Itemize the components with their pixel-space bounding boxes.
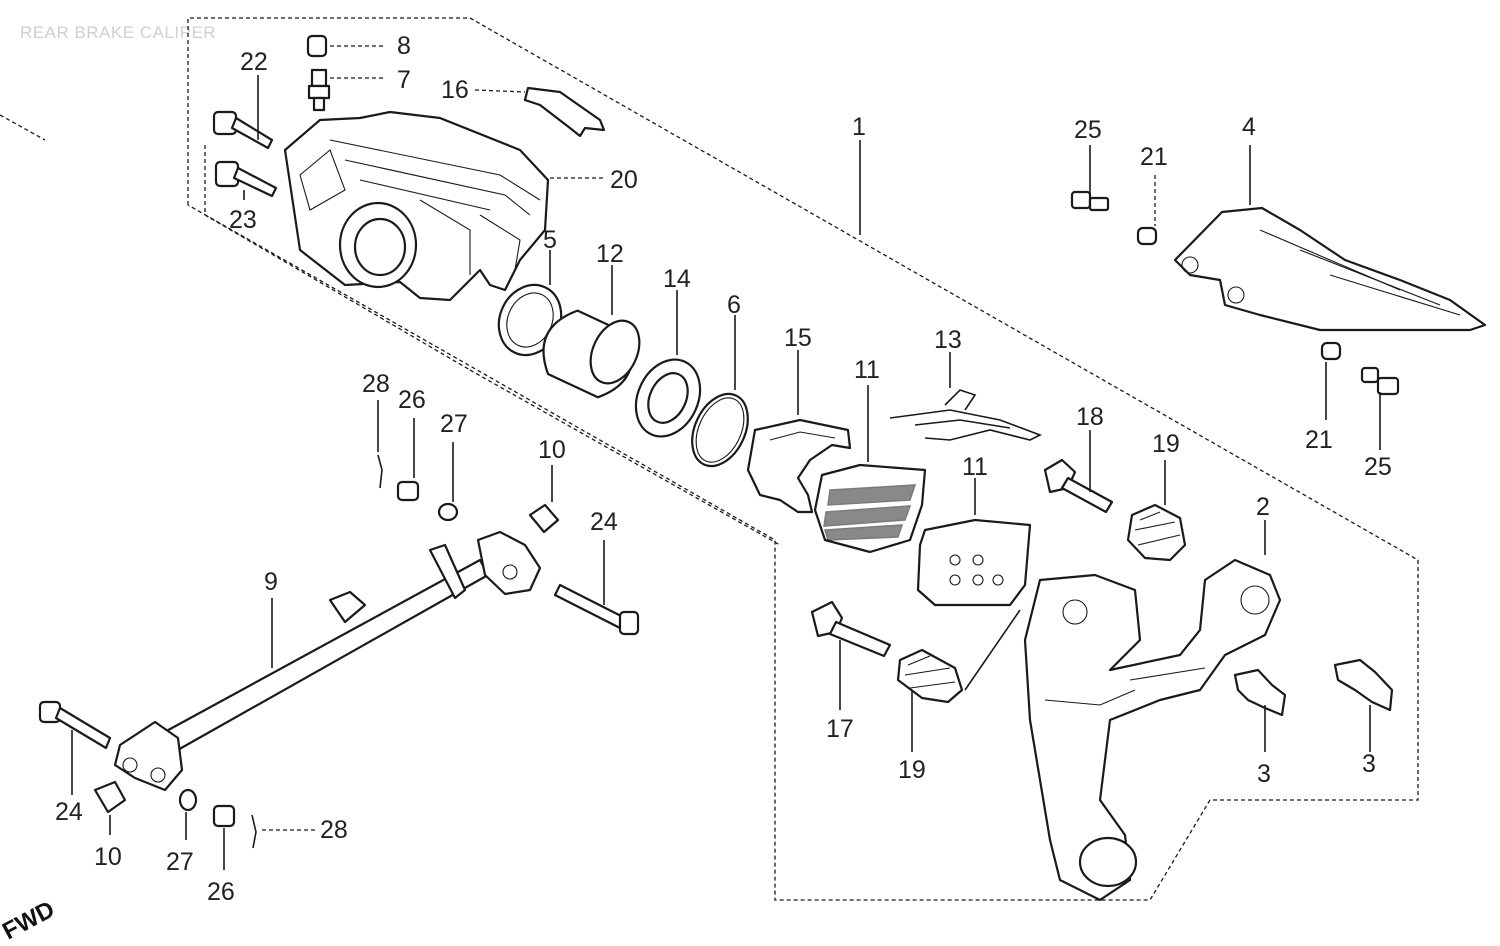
callout-27-lower: 27 <box>166 848 194 876</box>
callout-19-upper: 19 <box>1152 430 1180 458</box>
callout-15: 15 <box>784 324 812 352</box>
guard-bolt-25-upper <box>1070 190 1110 212</box>
callout-19-lower: 19 <box>898 756 926 784</box>
callout-8: 8 <box>397 32 411 60</box>
callout-20: 20 <box>610 166 638 194</box>
callout-18: 18 <box>1076 403 1104 431</box>
callout-11-inner: 11 <box>962 453 988 481</box>
slide-pin-18 <box>1043 458 1114 514</box>
nut-26-upper <box>396 480 420 502</box>
bleeder-valve <box>307 68 331 112</box>
cotter-pin-28-upper <box>377 454 383 489</box>
bleeder-cap <box>306 34 328 58</box>
callout-17: 17 <box>826 715 854 743</box>
pad-spring-13 <box>889 389 1042 441</box>
callout-2: 2 <box>1256 493 1270 521</box>
torque-rod-bolt-24-lower <box>38 700 112 750</box>
callout-10-lower: 10 <box>94 843 122 871</box>
callout-10-upper: 10 <box>538 436 566 464</box>
diagram-title: REAR BRAKE CALIPER <box>20 23 216 42</box>
callout-26-upper: 26 <box>398 386 426 414</box>
callout-1: 1 <box>852 113 866 141</box>
washer-27-upper <box>437 502 459 522</box>
guard-bolt-25-lower <box>1360 366 1400 396</box>
cotter-pin-28-lower <box>251 814 257 849</box>
callout-11-outer: 11 <box>854 356 880 384</box>
retaining-ring-6 <box>691 392 749 468</box>
callout-23: 23 <box>229 206 257 234</box>
callout-28-lower: 28 <box>320 816 348 844</box>
pad-retainer-15 <box>746 418 852 514</box>
pin-boot-19-upper <box>1126 503 1187 562</box>
collar-10-upper <box>528 503 560 534</box>
caliper-bolt-22 <box>212 110 274 150</box>
callout-12: 12 <box>596 240 624 268</box>
callout-14: 14 <box>663 265 691 293</box>
callout-28-upper: 28 <box>362 370 390 398</box>
collar-10-lower <box>93 780 127 814</box>
caliper-body <box>283 110 550 302</box>
slide-pin-17 <box>810 600 892 658</box>
brake-pad-inner <box>916 518 1032 607</box>
callout-26-lower: 26 <box>207 878 235 906</box>
piston-12 <box>542 309 641 399</box>
nut-26-lower <box>212 804 236 828</box>
caliper-bolt-23 <box>214 160 278 198</box>
callout-22: 22 <box>240 48 268 76</box>
callout-3-right: 3 <box>1362 750 1376 778</box>
callout-9: 9 <box>264 568 278 596</box>
forward-direction-marker: FWD <box>0 896 59 945</box>
pad-spring <box>523 86 606 138</box>
torque-rod-bolt-24-upper <box>553 583 640 636</box>
callout-6: 6 <box>727 291 741 319</box>
collar-21-lower <box>1320 341 1342 361</box>
callout-21-upper: 21 <box>1140 143 1168 171</box>
torque-rod <box>113 530 542 792</box>
assembly-outline <box>0 17 1419 901</box>
callout-16: 16 <box>441 76 469 104</box>
collar-21-upper <box>1136 226 1158 246</box>
callout-21-lower: 21 <box>1305 426 1333 454</box>
washer-27-lower <box>178 788 198 812</box>
callout-24-upper: 24 <box>590 508 618 536</box>
pin-boot-19-lower <box>896 648 964 704</box>
retainer-clip-3-right <box>1333 658 1394 712</box>
callout-13: 13 <box>934 326 962 354</box>
callout-4: 4 <box>1242 113 1256 141</box>
callout-25-upper: 25 <box>1074 116 1102 144</box>
caliper-guard <box>1173 206 1487 332</box>
retainer-clip-3-left <box>1233 668 1287 717</box>
callout-25-lower: 25 <box>1364 453 1392 481</box>
callout-7: 7 <box>397 66 411 94</box>
brake-pad-outer <box>813 463 927 554</box>
callout-3-left: 3 <box>1257 760 1271 788</box>
dust-seal-14 <box>634 358 702 438</box>
callout-5: 5 <box>543 226 557 254</box>
callout-27-upper: 27 <box>440 410 468 438</box>
caliper-bracket <box>1023 558 1282 902</box>
callout-24-lower: 24 <box>55 798 83 826</box>
